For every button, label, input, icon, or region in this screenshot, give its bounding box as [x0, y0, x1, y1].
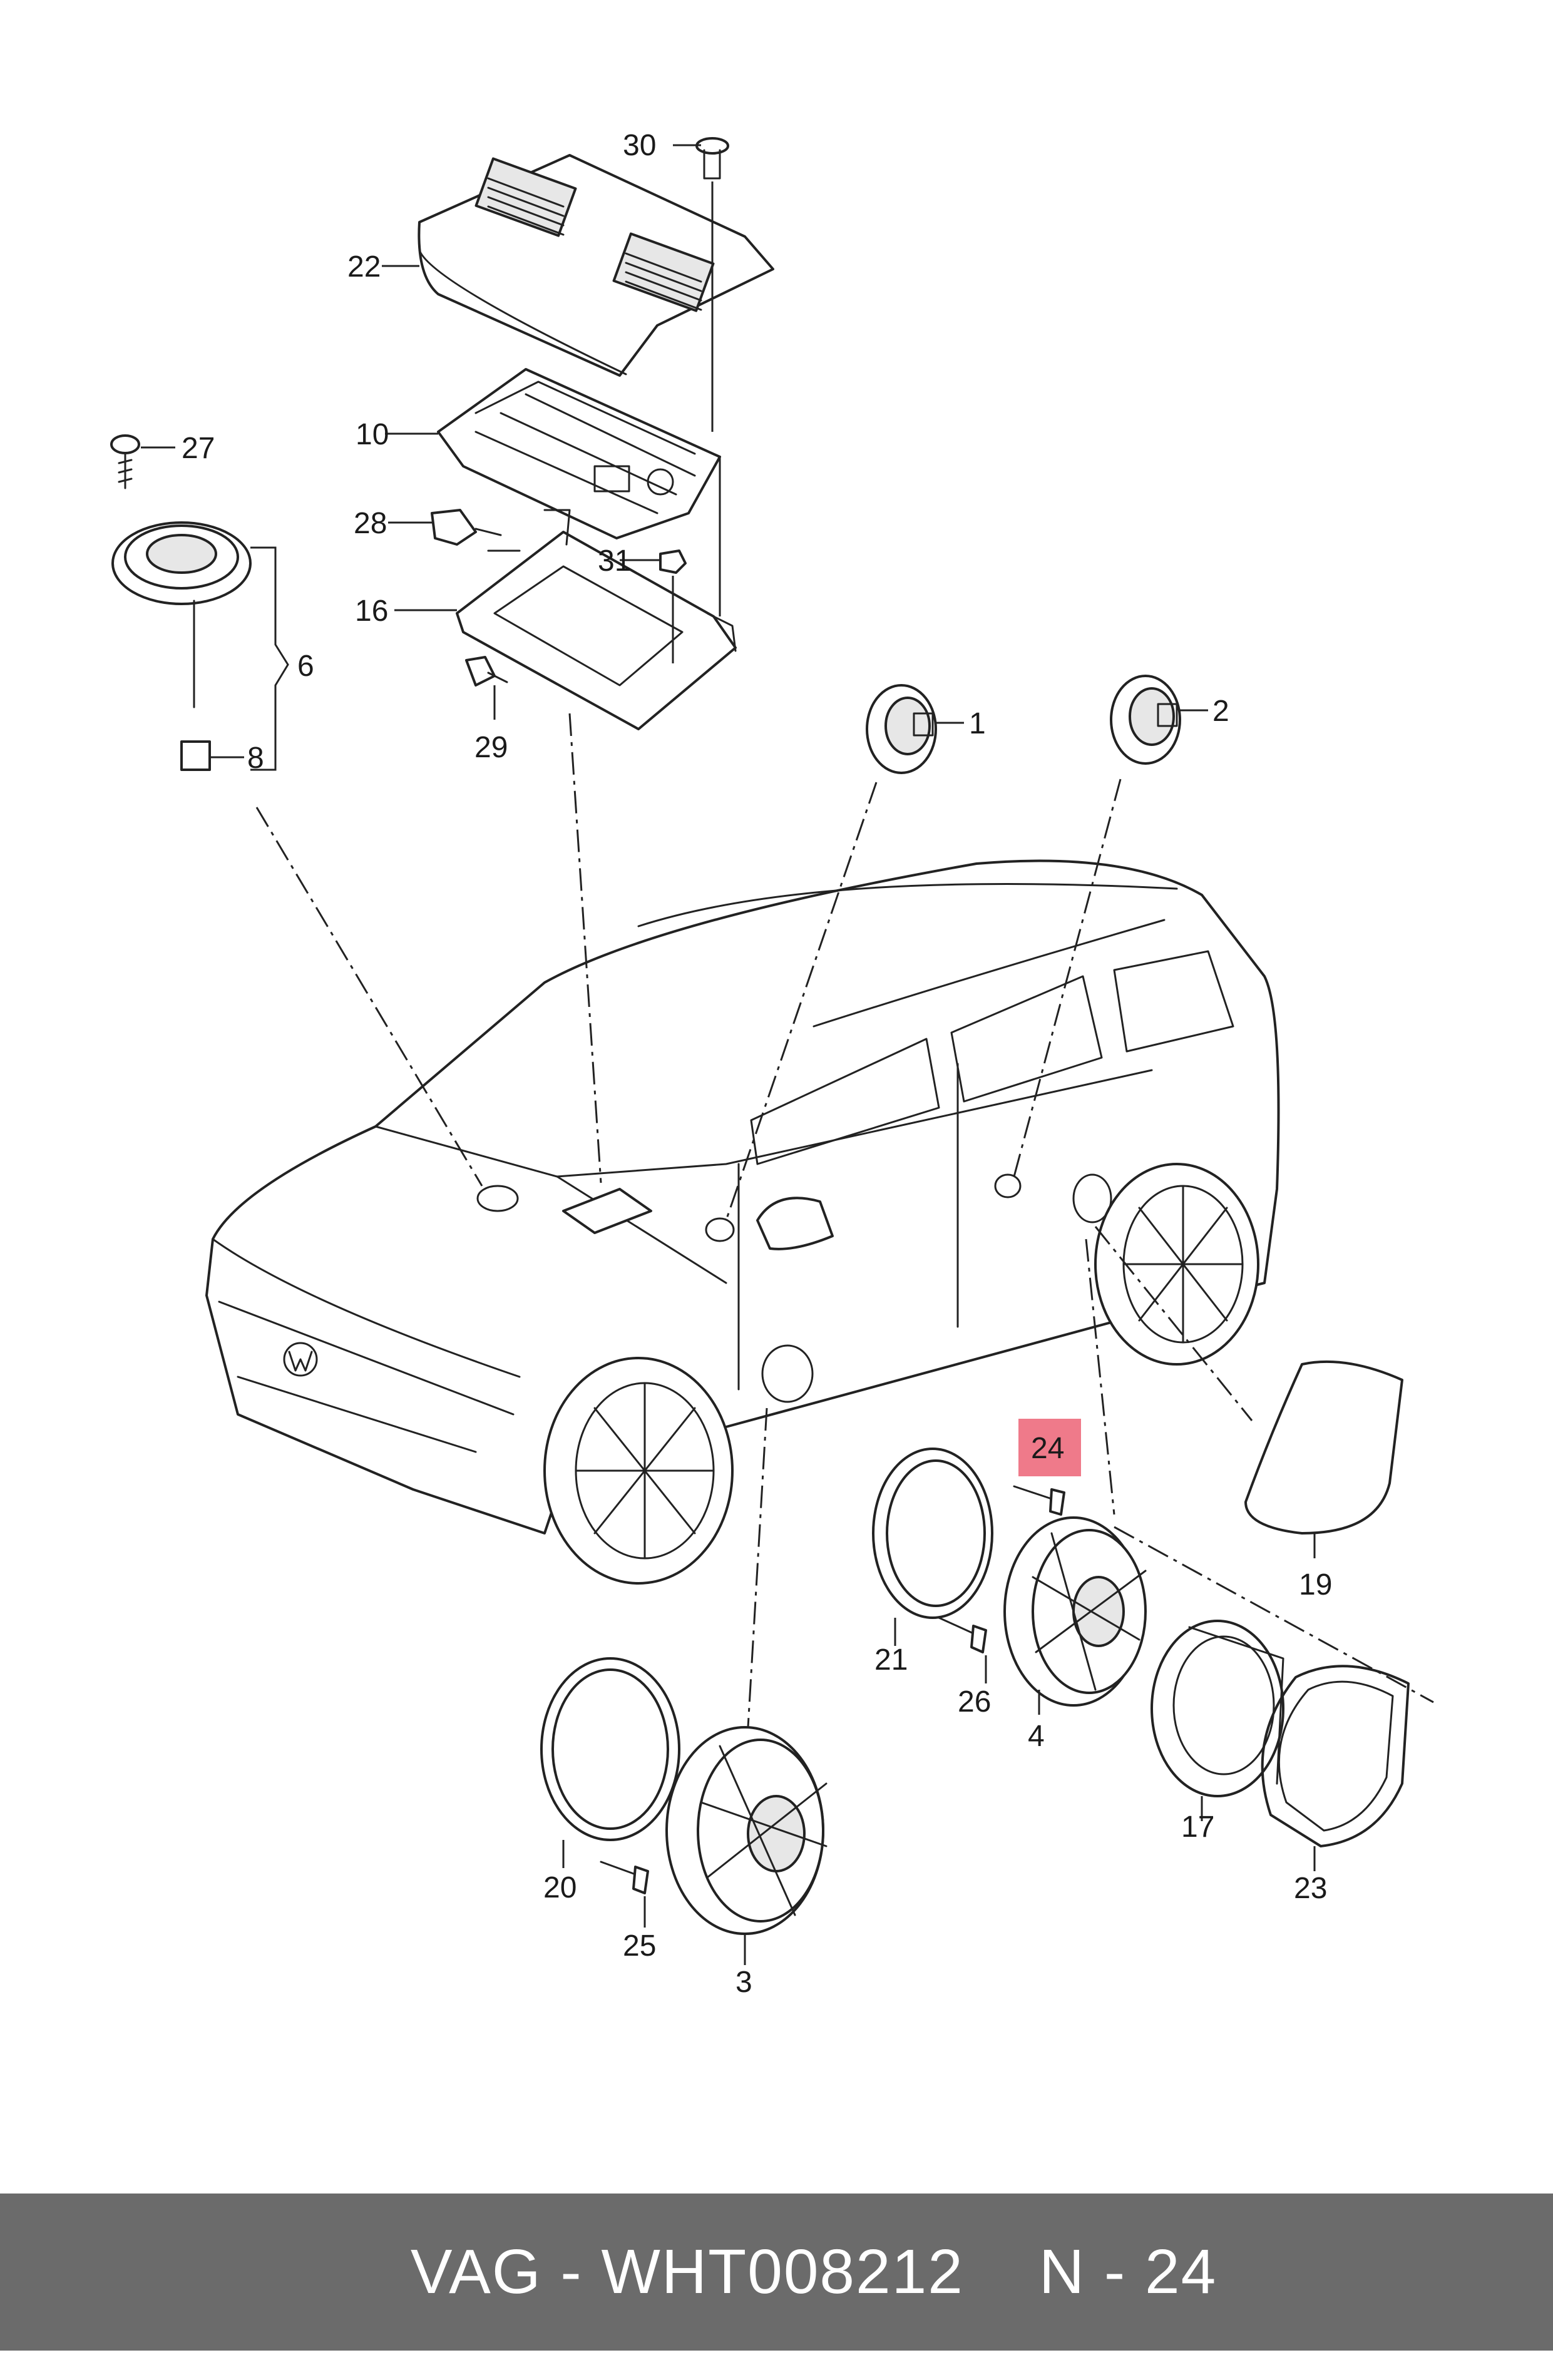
callout-27[interactable]: 27 — [182, 432, 215, 465]
highlight-box-24 — [1018, 1419, 1081, 1476]
screw-part-27 — [110, 434, 140, 489]
seal-ring-part-20 — [540, 1657, 680, 1841]
callout-4[interactable]: 4 — [1028, 1720, 1045, 1753]
callout-31[interactable]: 31 — [598, 544, 631, 578]
amplifier-cover-part-22 — [418, 154, 774, 377]
callout-26[interactable]: 26 — [958, 1685, 991, 1719]
speaker-adapter-part-17 — [1151, 1620, 1284, 1797]
speaker-part-6 — [111, 521, 252, 771]
callout-30[interactable]: 30 — [623, 129, 656, 162]
nut-part-31 — [659, 549, 687, 663]
callout-28[interactable]: 28 — [354, 507, 387, 540]
damping-pad-part-19 — [1244, 1360, 1403, 1535]
rivet-part-24 — [1013, 1485, 1065, 1516]
callout-leaders — [141, 144, 1316, 1965]
callout-21[interactable]: 21 — [874, 1643, 908, 1677]
parts-diagram: 30 22 10 28 31 16 29 27 6 8 1 2 24 19 21… — [110, 129, 1434, 1999]
vehicle-outline — [205, 859, 1280, 1535]
callout-20[interactable]: 20 — [543, 1871, 577, 1904]
seal-ring-part-21 — [872, 1448, 993, 1619]
callout-16[interactable]: 16 — [355, 595, 388, 628]
callout-24[interactable]: 24 — [1031, 1432, 1064, 1465]
callout-17[interactable]: 17 — [1181, 1811, 1214, 1844]
callout-29[interactable]: 29 — [474, 731, 508, 764]
callout-2[interactable]: 2 — [1212, 695, 1229, 728]
callout-19[interactable]: 19 — [1299, 1568, 1332, 1601]
front-wheel — [543, 1357, 734, 1585]
callout-25[interactable]: 25 — [623, 1929, 656, 1963]
vw-logo — [283, 1342, 318, 1377]
speaker-part-3 — [665, 1726, 828, 1935]
speaker-part-4 — [1003, 1516, 1147, 1707]
part-number-label: VAG - WHT008212 — [410, 2237, 964, 2307]
footer-bar: VAG - WHT008212 N - 24 — [0, 2194, 1553, 2351]
rear-wheel — [1094, 1163, 1259, 1366]
amplifier-bracket-part-16 — [456, 509, 737, 730]
callout-labels: 30 22 10 28 31 16 29 27 6 8 1 2 24 19 21… — [182, 129, 1332, 1999]
callout-3[interactable]: 3 — [735, 1966, 752, 1999]
tweeter-part-1 — [866, 684, 937, 774]
callout-23[interactable]: 23 — [1294, 1872, 1327, 1905]
rivet-part-25 — [600, 1861, 649, 1894]
tweeter-part-2 — [1110, 675, 1181, 765]
mirror — [756, 1197, 834, 1250]
callout-10[interactable]: 10 — [356, 418, 389, 451]
bolt-part-28 — [431, 509, 502, 546]
location-markers — [476, 1173, 1112, 1403]
callout-6[interactable]: 6 — [297, 650, 314, 683]
callout-22[interactable]: 22 — [347, 250, 381, 283]
callout-1[interactable]: 1 — [969, 707, 986, 740]
callout-8[interactable]: 8 — [247, 742, 264, 775]
gasket-part-23 — [1261, 1665, 1410, 1847]
bolt-part-29 — [465, 656, 508, 687]
footer-label: VAG - WHT008212 N - 24 — [336, 2164, 1217, 2380]
rivet-part-26 — [938, 1616, 987, 1653]
screw-part-30 — [695, 137, 729, 432]
amplifier-part-10 — [437, 368, 721, 539]
bracket-6 — [250, 546, 289, 771]
position-number-label: N - 24 — [1038, 2237, 1217, 2307]
